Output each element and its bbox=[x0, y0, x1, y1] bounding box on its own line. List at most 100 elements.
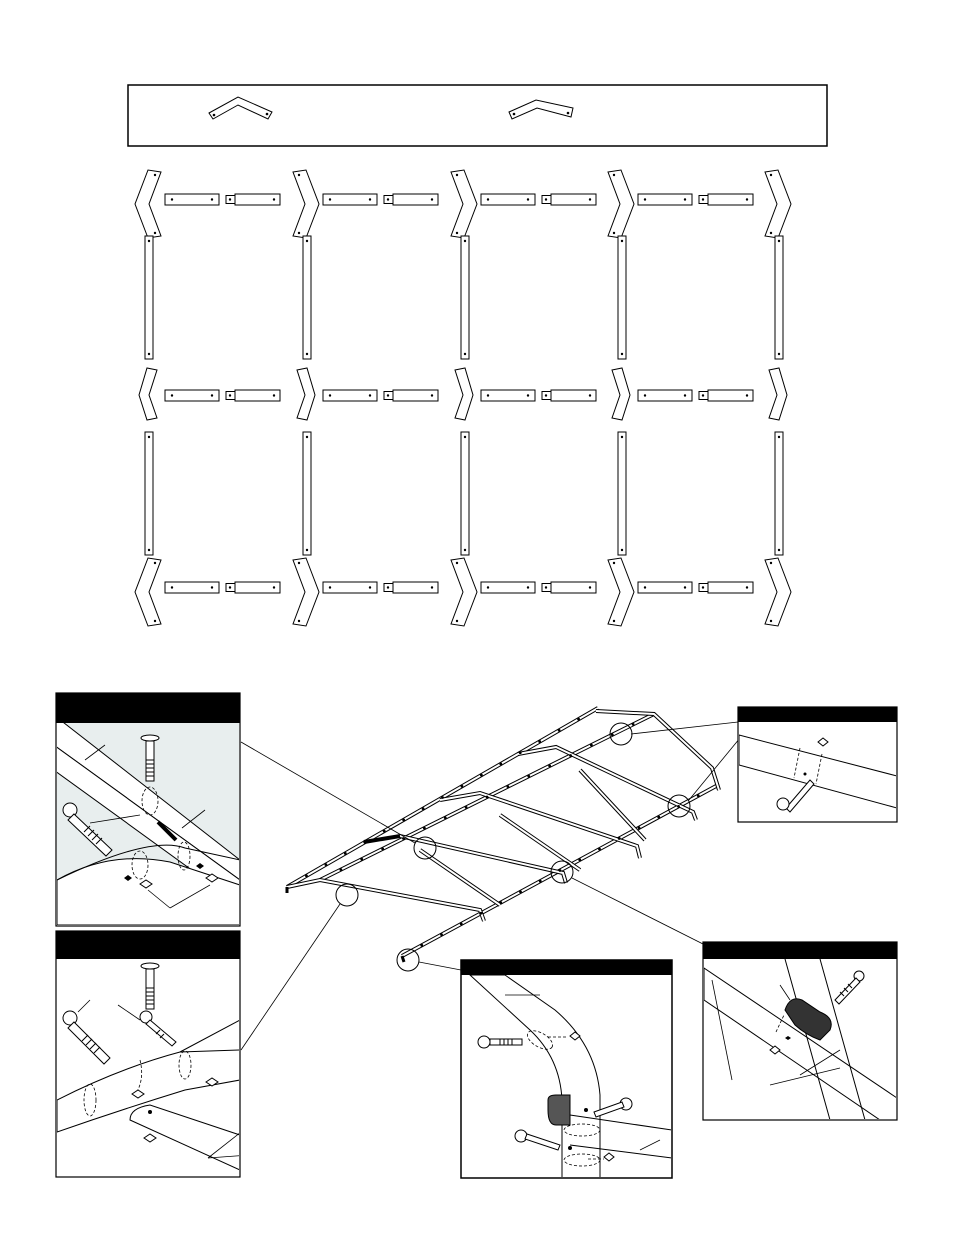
swaged-tube bbox=[542, 194, 596, 205]
frame-bolt-dot bbox=[632, 723, 635, 726]
frame-bolt-dot bbox=[548, 764, 551, 767]
leg-tube bbox=[461, 432, 469, 555]
parts-legend-box bbox=[128, 85, 827, 146]
elbow-fitting bbox=[608, 558, 634, 626]
frame-bolt-dot bbox=[324, 863, 327, 866]
leg-tube bbox=[303, 432, 311, 555]
elbow-fitting bbox=[769, 368, 787, 420]
elbow-fitting bbox=[612, 368, 630, 420]
elbow-fitting bbox=[135, 558, 161, 626]
frame-bolt-dot bbox=[444, 816, 447, 819]
straight-tube bbox=[638, 390, 692, 401]
frame-bolt-dot bbox=[577, 718, 580, 721]
straight-tube bbox=[638, 194, 692, 205]
detail-top-right-splice bbox=[738, 707, 897, 822]
elbow-fitting bbox=[135, 170, 161, 238]
swaged-tube bbox=[384, 582, 438, 593]
frame-bolt-dot bbox=[559, 869, 562, 872]
frame-bolt-dot bbox=[480, 774, 483, 777]
frame-bolt-dot bbox=[383, 830, 386, 833]
straight-tube bbox=[165, 194, 219, 205]
frame-bolt-dot bbox=[486, 796, 489, 799]
elbow-fitting bbox=[139, 368, 157, 420]
frame-bolt-dot bbox=[527, 775, 530, 778]
callout-circle-bottom-left bbox=[336, 884, 358, 906]
frame-bolt-dot bbox=[569, 754, 572, 757]
frame-bolt-dot bbox=[461, 785, 464, 788]
frame-bolt-dot bbox=[402, 837, 405, 840]
frame-bolt-dot bbox=[460, 923, 463, 926]
frame-bolt-dot bbox=[480, 912, 483, 915]
swaged-tube bbox=[226, 390, 280, 401]
straight-tube bbox=[323, 194, 377, 205]
frame-bolt-dot bbox=[422, 807, 425, 810]
frame-bolt-dot bbox=[363, 841, 366, 844]
frame-bolt-dot bbox=[360, 858, 363, 861]
frame-bolt-dot bbox=[558, 729, 561, 732]
swaged-tube bbox=[384, 194, 438, 205]
frame-bolt-dot bbox=[519, 751, 522, 754]
straight-tube bbox=[165, 582, 219, 593]
elbow-fitting bbox=[293, 170, 319, 238]
detail-top-left-corner bbox=[40, 693, 240, 926]
frame-bolt-dot bbox=[598, 848, 601, 851]
leg-tube bbox=[775, 432, 783, 555]
swaged-tube bbox=[699, 390, 753, 401]
leg-tube bbox=[618, 432, 626, 555]
swaged-tube bbox=[699, 582, 753, 593]
frame-bolt-dot bbox=[381, 847, 384, 850]
straight-tube bbox=[481, 390, 535, 401]
frame-bolt-dot bbox=[420, 944, 423, 947]
straight-tube bbox=[638, 582, 692, 593]
leg-tube bbox=[145, 432, 153, 555]
elbow-fitting bbox=[293, 558, 319, 626]
frame-bolt-dot bbox=[618, 837, 621, 840]
leg-tube bbox=[145, 236, 153, 359]
frame-bolt-dot bbox=[578, 858, 581, 861]
frame-bolt-dot bbox=[506, 785, 509, 788]
detail-bottom-center-foot bbox=[461, 960, 672, 1180]
frame-bolt-dot bbox=[344, 852, 347, 855]
swaged-tube bbox=[226, 582, 280, 593]
frame-bolt-dot bbox=[519, 890, 522, 893]
leg-tube bbox=[461, 236, 469, 359]
frame-bolt-dot bbox=[339, 868, 342, 871]
parts-layout bbox=[135, 170, 791, 626]
frame-bolt-dot bbox=[638, 826, 641, 829]
elbow-fitting bbox=[608, 170, 634, 238]
elbow-fitting bbox=[765, 170, 791, 238]
straight-tube bbox=[165, 390, 219, 401]
swaged-tube bbox=[226, 194, 280, 205]
leg-tube bbox=[775, 236, 783, 359]
frame-bolt-dot bbox=[539, 880, 542, 883]
elbow-fitting bbox=[765, 558, 791, 626]
swaged-tube bbox=[542, 390, 596, 401]
frame-bolt-dot bbox=[697, 794, 700, 797]
elbow-fitting bbox=[455, 368, 473, 420]
straight-tube bbox=[323, 390, 377, 401]
frame-bolt-dot bbox=[499, 763, 502, 766]
frame-bolt-dot bbox=[590, 744, 593, 747]
swaged-tube bbox=[542, 582, 596, 593]
elbow-fitting bbox=[297, 368, 315, 420]
elbow-fitting bbox=[451, 170, 477, 238]
straight-tube bbox=[323, 582, 377, 593]
frame-bolt-dot bbox=[402, 818, 405, 821]
frame-bolt-dot bbox=[611, 733, 614, 736]
frame-bolt-dot bbox=[305, 874, 308, 877]
elbow-fitting bbox=[451, 558, 477, 626]
frame-bolt-dot bbox=[423, 827, 426, 830]
detail-bottom-right-cross bbox=[703, 942, 897, 1120]
frame-bolt-dot bbox=[538, 740, 541, 743]
leg-tube bbox=[303, 236, 311, 359]
frame-bolt-dot bbox=[677, 805, 680, 808]
frame-bolt-dot bbox=[465, 806, 468, 809]
detail-bottom-left-corner bbox=[56, 931, 250, 1177]
straight-tube bbox=[481, 194, 535, 205]
straight-tube bbox=[481, 582, 535, 593]
frame-bolt-dot bbox=[441, 796, 444, 799]
frame-bolt-dot bbox=[499, 901, 502, 904]
frame-bolt-dot bbox=[440, 933, 443, 936]
leg-tube bbox=[618, 236, 626, 359]
